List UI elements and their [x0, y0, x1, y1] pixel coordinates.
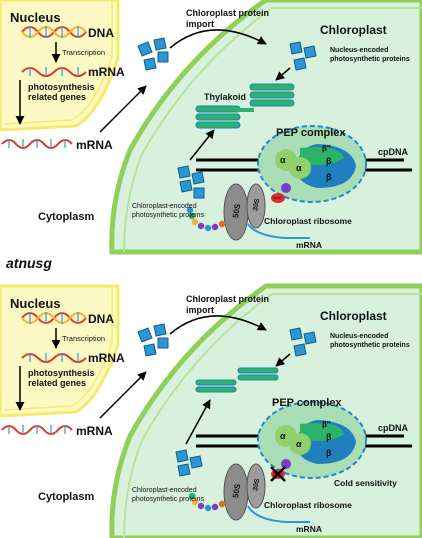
mrna-nucleus-label: mRNA — [88, 65, 125, 79]
nascent-peptide — [186, 206, 226, 232]
nuclear-proteins-line2: photosynthetic proteins — [330, 342, 410, 349]
nucleus-label: Nucleus — [10, 10, 61, 25]
sigma-factor — [281, 183, 291, 193]
panel-atnusg-mutant: Nucleus DNA Transcription mRNA photosynt… — [0, 283, 422, 538]
transcription-label: Transcription — [62, 334, 105, 343]
cold-sensitivity-label: Cold sensitivity — [334, 478, 397, 488]
ribosome-label: Chloroplast ribosome — [264, 500, 352, 510]
nusg-absent-cross-icon — [270, 466, 286, 482]
alpha-label-2: α — [296, 163, 302, 173]
photosynthesis-genes-line2: related genes — [28, 378, 86, 388]
beta-dprime-label: β'' — [322, 144, 331, 153]
chloroplast-mrna-strand — [247, 223, 310, 239]
pep-complex-label: PEP complex — [276, 127, 346, 139]
beta-prime-subunit — [300, 423, 344, 442]
chloroplast-mrna-label: mRNA — [296, 240, 322, 250]
mrna-nucleus-label: mRNA — [88, 351, 125, 365]
sigma-factor — [281, 459, 291, 469]
mrna-nucleus-strand — [21, 67, 87, 77]
ribosome-50s-label: 50S — [231, 203, 242, 219]
alpha-label-1: α — [280, 155, 286, 165]
chloroplast-label: Chloroplast — [320, 309, 387, 323]
chloroplast-label: Chloroplast — [320, 23, 387, 37]
nascent-peptide — [188, 492, 226, 512]
alpha-label-1: α — [280, 431, 286, 441]
mrna-cytoplasm-strand — [1, 139, 73, 149]
beta-prime-label: β — [326, 156, 332, 166]
import-label-line2: import — [186, 19, 214, 29]
alpha-subunit-2 — [289, 433, 311, 455]
chloro-proteins-line2: photosynthetic proteins — [132, 496, 204, 503]
nuclear-proteins-line1: Nucleus-encoded — [330, 333, 388, 340]
cytoplasm-label: Cytoplasm — [38, 211, 94, 223]
beta-dprime-label: β'' — [322, 420, 331, 429]
ribosome-30s-label: 30S — [252, 198, 261, 212]
nuclear-encoded-protein-cluster — [289, 327, 317, 357]
photosynthesis-genes-line1: photosynthesis — [28, 368, 95, 378]
mutant-label: atnusg — [6, 255, 52, 271]
import-label-line1: Chloroplast protein — [186, 294, 269, 304]
photosynthesis-genes-line2: related genes — [28, 92, 86, 102]
ribosome-30s — [246, 183, 266, 229]
chloroplast-envelope — [109, 283, 422, 538]
beta-label: β — [326, 172, 332, 182]
transcription-label: Transcription — [62, 48, 105, 57]
beta-prime-label: β — [326, 432, 332, 442]
cytoplasm-label: Cytoplasm — [38, 491, 94, 503]
dna-label: DNA — [88, 312, 114, 326]
chloro-proteins-line2: photosynthetic proteins — [132, 212, 204, 219]
thylakoid-stacks — [195, 83, 295, 129]
mrna-cytoplasm-label: mRNA — [76, 424, 113, 438]
chloro-proteins-line1: Chloroplast-encoded — [132, 487, 197, 494]
nucleus-label: Nucleus — [10, 296, 61, 311]
nuclear-proteins-line2: photosynthetic proteins — [330, 56, 410, 63]
chloro-encoded-protein-cluster — [177, 165, 205, 199]
ribosome-label: Chloroplast ribosome — [264, 216, 352, 226]
chloroplast-mrna-label: mRNA — [296, 524, 322, 534]
chloroplast-mrna-strand — [247, 505, 310, 523]
ribosome-50s-label: 50S — [231, 483, 242, 499]
cpdna-label: cpDNA — [378, 147, 409, 157]
mrna-cytoplasm-strand — [1, 425, 73, 435]
alpha-label-2: α — [296, 439, 302, 449]
cpdna-label: cpDNA — [378, 423, 409, 433]
mrna-cytoplasm-label: mRNA — [76, 138, 113, 152]
photosynthesis-genes-line1: photosynthesis — [28, 82, 95, 92]
alpha-subunit-2 — [289, 157, 311, 179]
chloro-proteins-line1: Chloroplast-encoded — [132, 203, 197, 210]
ribosome-30s — [246, 463, 266, 509]
dna-label: DNA — [88, 26, 114, 40]
ribosome-30s-label: 30S — [252, 478, 261, 492]
nusg-protein — [271, 193, 285, 203]
nusg-tag: NusG — [273, 196, 282, 200]
panel-wild-type: Nucleus DNA Transcription mRNA photosynt… — [0, 0, 422, 255]
cytosolic-protein-cluster — [137, 37, 169, 71]
pep-complex-label: PEP complex — [272, 397, 342, 409]
beta-prime-subunit — [300, 147, 344, 166]
nuclear-proteins-line1: Nucleus-encoded — [330, 47, 388, 54]
dna-helix — [21, 26, 87, 38]
import-label-line1: Chloroplast protein — [186, 8, 269, 18]
thylakoid-label: Thylakoid — [204, 92, 246, 102]
dna-helix — [21, 312, 87, 324]
thylakoid-stacks-reduced — [195, 367, 279, 393]
chloro-encoded-protein-cluster — [175, 449, 203, 477]
cytosolic-protein-cluster — [137, 323, 169, 357]
import-label-line2: import — [186, 305, 214, 315]
mrna-nucleus-strand — [21, 353, 87, 363]
nuclear-encoded-protein-cluster — [289, 41, 317, 71]
beta-label: β — [326, 448, 332, 458]
